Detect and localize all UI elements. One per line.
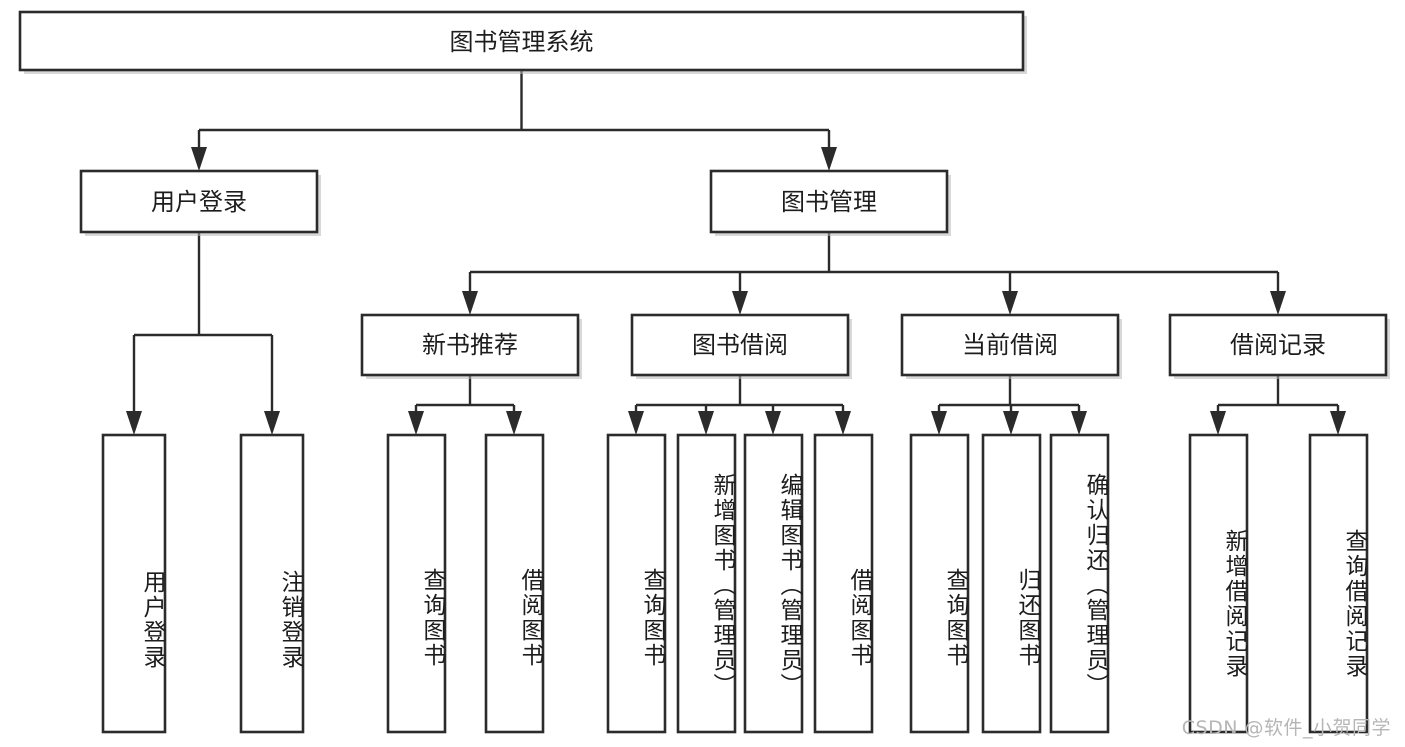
root-label: 图书管理系统: [450, 28, 594, 56]
leaf-box-edit-book-admin[interactable]: [743, 433, 804, 734]
leaf-box-user-login[interactable]: [101, 433, 167, 734]
arrow-bookmgmt-to-current: [1002, 291, 1018, 315]
borrow-record-box[interactable]: [1168, 313, 1388, 377]
arrow-root-to-user-login: [191, 147, 207, 171]
node-new-book-recommend[interactable]: 新书推荐: [360, 313, 582, 379]
arrow-userlogin-to-leaf-logout: [264, 411, 280, 435]
arrow-bookmgmt-to-borrow: [732, 291, 748, 315]
arrow-newbook-to-query: [408, 411, 424, 435]
new-book-recommend-label: 新书推荐: [422, 331, 518, 359]
root-box[interactable]: [18, 10, 1025, 72]
arrow-record-to-query: [1330, 411, 1346, 435]
node-current-borrow[interactable]: 当前借阅: [900, 313, 1122, 379]
leaf-box-borrow-book[interactable]: [813, 433, 874, 734]
arrow-record-to-add: [1210, 411, 1226, 435]
leaf-box-add-record[interactable]: [1188, 433, 1249, 734]
leaf-box-query-book-new[interactable]: [386, 433, 447, 734]
node-borrow-record[interactable]: 借阅记录: [1168, 313, 1390, 379]
node-user-login[interactable]: 用户登录: [79, 169, 321, 236]
leaf-box-query-record[interactable]: [1308, 433, 1369, 734]
new-book-recommend-box[interactable]: [360, 313, 580, 377]
arrow-borrow-to-query: [628, 411, 644, 435]
leaf-box-query-book-cur[interactable]: [909, 433, 970, 734]
user-login-label: 用户登录: [151, 188, 247, 216]
current-borrow-box[interactable]: [900, 313, 1120, 377]
leaf-box-add-book-admin[interactable]: [676, 433, 737, 734]
book-management-label: 图书管理: [781, 188, 877, 216]
arrow-newbook-to-borrow: [506, 411, 522, 435]
book-borrow-box[interactable]: [630, 313, 850, 377]
arrow-userlogin-to-leaf-login: [126, 411, 142, 435]
arrow-current-to-return: [1003, 411, 1019, 435]
arrow-root-to-book-mgmt: [821, 147, 837, 171]
leaf-box-layer: [101, 433, 1369, 734]
arrow-current-to-confirm: [1071, 411, 1087, 435]
current-borrow-label: 当前借阅: [962, 331, 1058, 359]
node-book-management[interactable]: 图书管理: [709, 169, 951, 236]
arrow-borrow-to-lend: [835, 411, 851, 435]
borrow-record-label: 借阅记录: [1230, 331, 1326, 359]
arrow-bookmgmt-to-newbook: [462, 291, 478, 315]
arrow-borrow-to-add: [698, 411, 714, 435]
leaf-box-query-book-borrow[interactable]: [606, 433, 667, 734]
arrow-current-to-query: [931, 411, 947, 435]
book-management-box[interactable]: [709, 169, 949, 234]
book-borrow-label: 图书借阅: [692, 331, 788, 359]
leaf-box-borrow-book-new[interactable]: [484, 433, 545, 734]
node-root[interactable]: 图书管理系统: [18, 10, 1027, 74]
edge-layer: [126, 70, 1346, 435]
arrow-bookmgmt-to-record: [1270, 291, 1286, 315]
user-login-box[interactable]: [79, 169, 319, 234]
leaf-box-return-book[interactable]: [981, 433, 1042, 734]
csdn-watermark: CSDN @软件_小贺同学: [1181, 717, 1391, 739]
leaf-box-confirm-return[interactable]: [1049, 433, 1110, 734]
leaf-box-logout[interactable]: [239, 433, 305, 734]
node-book-borrow[interactable]: 图书借阅: [630, 313, 852, 379]
arrow-borrow-to-edit: [765, 411, 781, 435]
